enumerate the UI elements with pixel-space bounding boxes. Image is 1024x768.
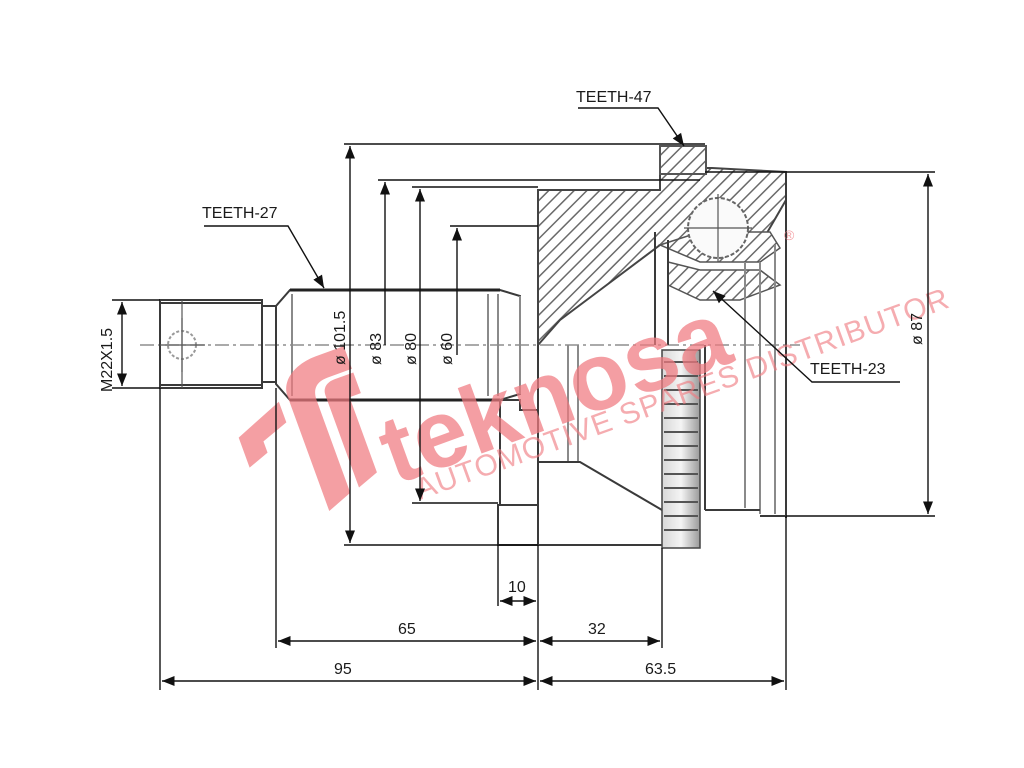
callouts: TEETH-47 TEETH-27 TEETH-23	[202, 89, 900, 383]
part-geometry	[140, 145, 800, 549]
dim-65: 65	[398, 621, 416, 638]
bell-housing-section	[537, 145, 787, 518]
dim-95: 95	[334, 661, 352, 678]
outer-housing-lower	[537, 345, 786, 549]
callout-teeth-23: TEETH-23	[810, 361, 886, 378]
dim-d101-5: ø 101.5	[332, 311, 349, 365]
dim-d60: ø 60	[439, 333, 456, 365]
dimensions: ø 101.5 ø 83 ø 80 ø 60 ø 87 M22X1.5 10 6…	[99, 143, 935, 690]
dim-32: 32	[588, 621, 606, 638]
callout-teeth-27: TEETH-27	[202, 205, 278, 222]
dim-d87: ø 87	[909, 313, 926, 345]
dim-63-5: 63.5	[645, 661, 676, 678]
dim-d80: ø 80	[403, 333, 420, 365]
dim-d83: ø 83	[368, 333, 385, 365]
dim-thread: M22X1.5	[99, 328, 116, 392]
callout-teeth-47: TEETH-47	[576, 89, 652, 106]
watermark-registered: ®	[784, 227, 795, 243]
threaded-stub	[159, 299, 277, 389]
dim-10: 10	[508, 579, 526, 596]
teknosa-logo-icon	[238, 346, 377, 512]
